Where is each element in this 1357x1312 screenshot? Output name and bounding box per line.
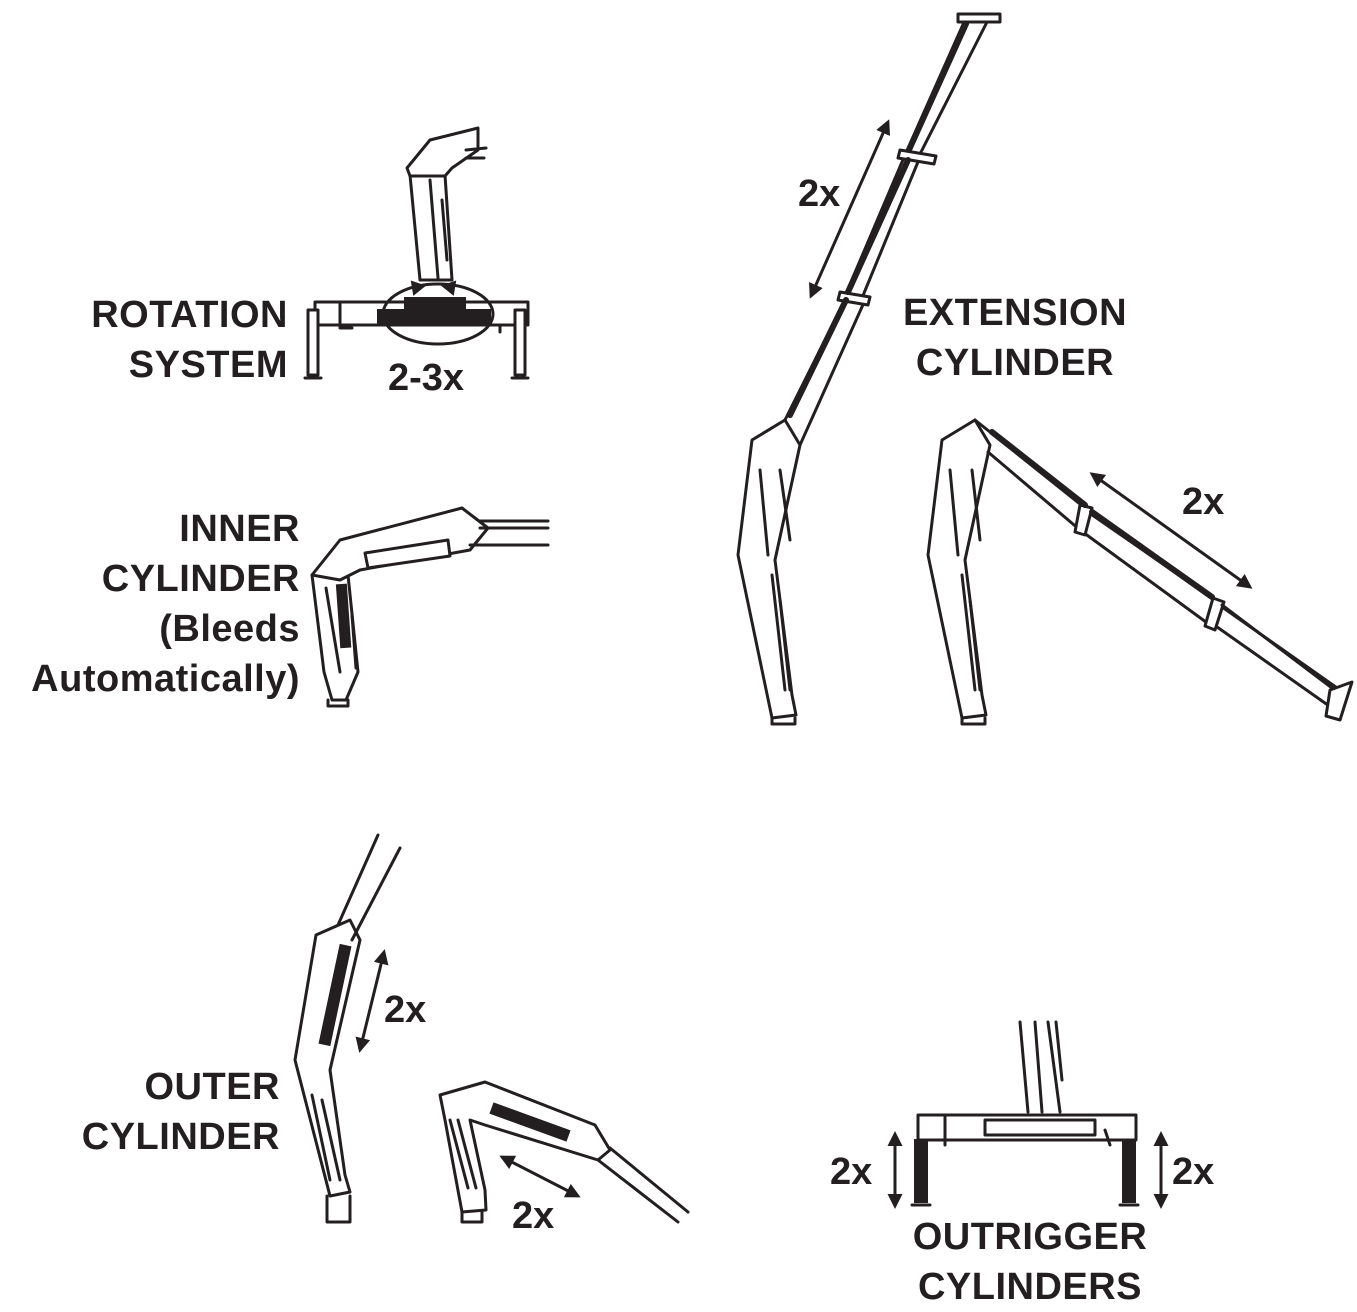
extension-upright-count: 2x — [798, 174, 840, 214]
rotation-system-label-line-1: ROTATION — [40, 290, 288, 340]
outer-cylinder-lowered-illustration — [440, 1082, 688, 1222]
outrigger-cylinders-label: OUTRIGGER CYLINDERS — [880, 1212, 1180, 1312]
outer-upright-count: 2x — [384, 990, 426, 1030]
outer-cylinder-label-line-2: CYLINDER — [40, 1112, 280, 1162]
extension-cylinder-label: EXTENSION CYLINDER — [880, 288, 1150, 388]
outrigger-left-count: 2x — [830, 1152, 872, 1192]
rotation-count: 2-3x — [388, 358, 464, 398]
extension-cylinder-label-line-1: EXTENSION — [880, 288, 1150, 338]
extension-cylinder-label-line-2: CYLINDER — [880, 338, 1150, 388]
inner-cylinder-label: INNER CYLINDER (Bleeds Automatically) — [0, 504, 300, 704]
outer-cylinder-label-line-1: OUTER — [40, 1062, 280, 1112]
outrigger-cylinders-label-line-1: OUTRIGGER — [880, 1212, 1180, 1262]
rotation-system-label-line-2: SYSTEM — [40, 340, 288, 390]
extension-cylinder-lowered-illustration — [928, 420, 1352, 724]
inner-cylinder-label-line-4: Automatically) — [0, 654, 300, 704]
outrigger-cylinders-illustration — [895, 1022, 1161, 1206]
extension-lowered-count: 2x — [1182, 482, 1224, 522]
inner-cylinder-illustration — [312, 508, 548, 706]
outrigger-cylinders-label-line-2: CYLINDERS — [880, 1262, 1180, 1312]
outer-lowered-count: 2x — [512, 1196, 554, 1236]
outer-cylinder-label: OUTER CYLINDER — [40, 1062, 280, 1162]
rotation-system-illustration — [305, 128, 528, 378]
inner-cylinder-label-line-1: INNER — [0, 504, 300, 554]
rotation-system-label: ROTATION SYSTEM — [40, 290, 288, 390]
inner-cylinder-label-line-2: CYLINDER — [0, 554, 300, 604]
outrigger-right-count: 2x — [1172, 1152, 1214, 1192]
inner-cylinder-label-line-3: (Bleeds — [0, 604, 300, 654]
